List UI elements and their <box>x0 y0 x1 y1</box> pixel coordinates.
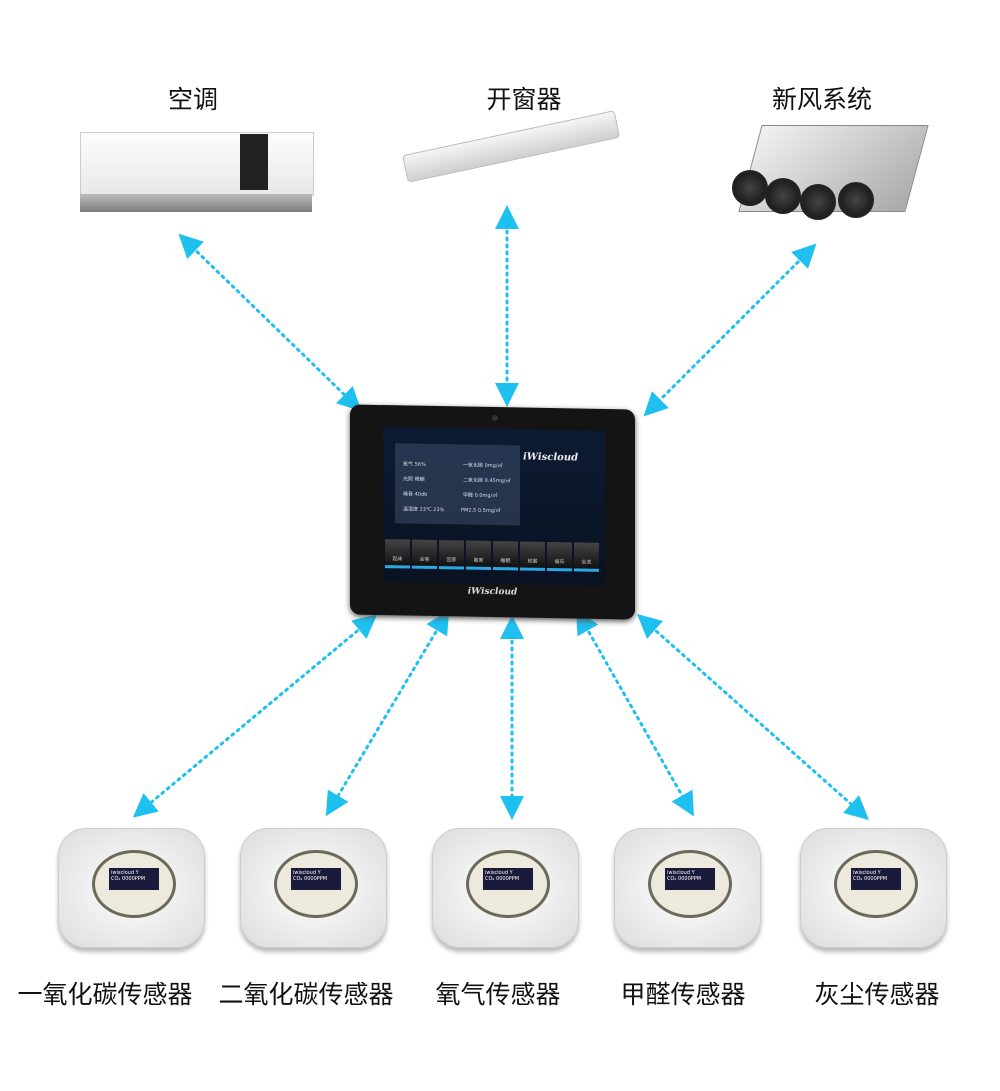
arrow-ac <box>178 233 362 412</box>
scene-button: 就餐 <box>520 541 545 571</box>
reading: PM2.5 0.5mg/㎡ <box>461 507 501 515</box>
label-formaldehyde-sensor: 甲醛传感器 <box>620 980 746 1009</box>
reading: 二氧化碳 0.45mg/㎡ <box>463 477 511 485</box>
display-line: CO₂ 0000PPM <box>293 876 328 882</box>
scene-button: 睡眠 <box>493 541 518 571</box>
display-line: CO₂ 0000PPM <box>853 876 888 882</box>
label-window-opener: 开窗器 <box>486 85 562 114</box>
fresh-air-unit-image <box>720 120 929 230</box>
label-air-conditioner: 空调 <box>167 85 219 114</box>
arrow-dust <box>637 614 869 820</box>
tablet-brand: iWiscloud <box>467 586 518 598</box>
screen-brand: iWiscloud <box>523 451 579 464</box>
arrow-co2 <box>325 609 450 817</box>
scene-button: 回家 <box>439 540 464 570</box>
control-panel-tablet: 氧气 56% 光照 晴朗 噪音 40db 温湿度 23℃ 23% 一氧化碳 0m… <box>350 404 635 620</box>
scene-button: 全关 <box>574 542 599 572</box>
display-line: iwiscloud Y <box>111 870 139 876</box>
window-opener-image <box>395 110 625 215</box>
reading: 甲醛 0.0mg/㎡ <box>463 492 498 500</box>
reading: 温湿度 23℃ 23% <box>403 506 445 514</box>
display-line: iwiscloud Y <box>667 870 695 876</box>
air-conditioner-image <box>80 132 314 222</box>
reading: 氧气 56% <box>403 461 426 468</box>
scene-button: 会客 <box>412 539 437 570</box>
label-dust-sensor: 灰尘传感器 <box>814 980 940 1009</box>
display-line: CO₂ 0000PPM <box>111 876 146 882</box>
panel-screen: 氧气 56% 光照 晴朗 噪音 40db 温湿度 23℃ 23% 一氧化碳 0m… <box>383 427 605 586</box>
arrow-formaldehyde <box>576 609 694 817</box>
display-line: CO₂ 0000PPM <box>667 876 702 882</box>
scene-button: 娱乐 <box>547 541 572 572</box>
display-line: iwiscloud Y <box>485 870 513 876</box>
label-o2-sensor: 氧气传感器 <box>435 980 561 1009</box>
reading: 光照 晴朗 <box>403 476 425 483</box>
display-line: iwiscloud Y <box>293 870 321 876</box>
reading: 一氧化碳 0mg/㎡ <box>463 462 503 470</box>
label-fresh-air: 新风系统 <box>771 85 873 114</box>
arrow-co <box>132 614 378 818</box>
reading: 噪音 40db <box>403 491 428 498</box>
label-co-sensor: 一氧化碳传感器 <box>17 980 193 1009</box>
display-line: iwiscloud Y <box>853 870 881 876</box>
label-co2-sensor: 二氧化碳传感器 <box>218 980 394 1009</box>
scene-button: 离家 <box>466 540 491 570</box>
display-line: CO₂ 0000PPM <box>485 876 520 882</box>
arrow-fresh-air <box>643 243 817 417</box>
scene-button: 起床 <box>385 539 410 569</box>
camera-icon <box>492 414 498 422</box>
